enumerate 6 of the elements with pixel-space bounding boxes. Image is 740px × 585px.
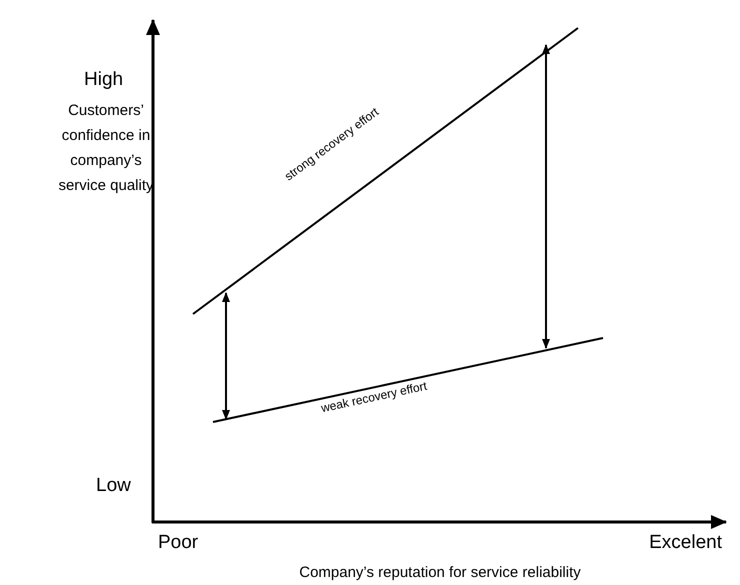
axis-label: Poor xyxy=(158,531,198,555)
axis-title: Company’s reputation for service reliability xyxy=(298,563,582,583)
axis-label: High xyxy=(84,68,124,92)
axis-label: Excelent xyxy=(649,531,722,555)
axis-label: Low xyxy=(96,474,131,498)
line-label: weak recovery effort xyxy=(319,378,428,418)
